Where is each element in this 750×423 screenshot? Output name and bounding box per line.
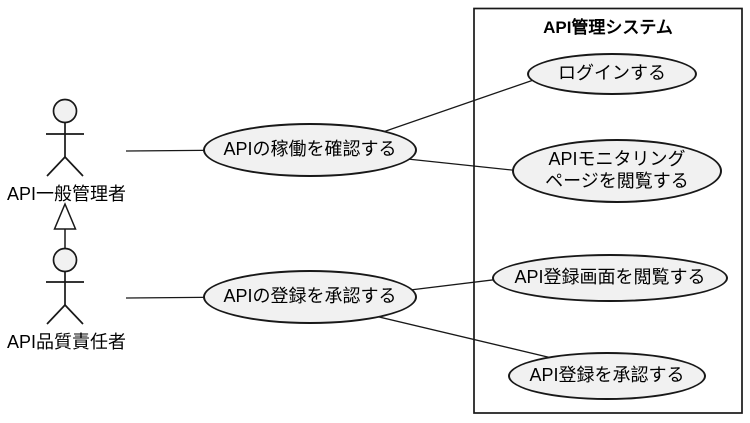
generalization-triangle-icon (53, 202, 77, 230)
usecase-label-line1: APIモニタリング (548, 149, 686, 170)
usecase-login: ログインする (527, 53, 697, 95)
usecase-label: APIの登録を承認する (223, 286, 397, 307)
usecase-label: APIモニタリング ページを閲覧する (545, 149, 689, 193)
usecase-label: APIの稼働を確認する (223, 139, 397, 160)
actor-left-leg (46, 304, 66, 325)
generalization-arrow (53, 202, 77, 248)
actor-figure-api-quality-owner (46, 247, 84, 325)
actor-left-leg (46, 156, 66, 177)
usecase-approve-api-registration: APIの登録を承認する (203, 270, 417, 324)
actor-head (52, 98, 78, 124)
system-title: API管理システム (543, 18, 673, 37)
usecase-label-line2: ページを閲覧する (545, 171, 689, 191)
actor-right-leg (64, 156, 84, 177)
actor-head (52, 247, 78, 273)
usecase-label: API登録画面を閲覧する (514, 267, 706, 288)
connector-check-operation-to-login (379, 74, 549, 134)
actor-label-api-quality-owner: API品質責任者 (6, 332, 126, 352)
usecase-view-monitoring-page: APIモニタリング ページを閲覧する (512, 139, 722, 203)
usecase-label: API登録を承認する (529, 365, 685, 386)
actor-label-api-general-admin: API一般管理者 (6, 184, 126, 204)
usecase-approve-registered-api: API登録を承認する (508, 352, 706, 400)
usecase-label: ログインする (558, 63, 666, 84)
actor-figure-api-general-admin (46, 98, 84, 177)
usecase-check-api-operation: APIの稼働を確認する (203, 123, 417, 177)
usecase-view-registration-screen: API登録画面を閲覧する (492, 254, 728, 302)
connector-approve-to-approve-api (374, 315, 557, 360)
actor-right-leg (64, 304, 84, 325)
